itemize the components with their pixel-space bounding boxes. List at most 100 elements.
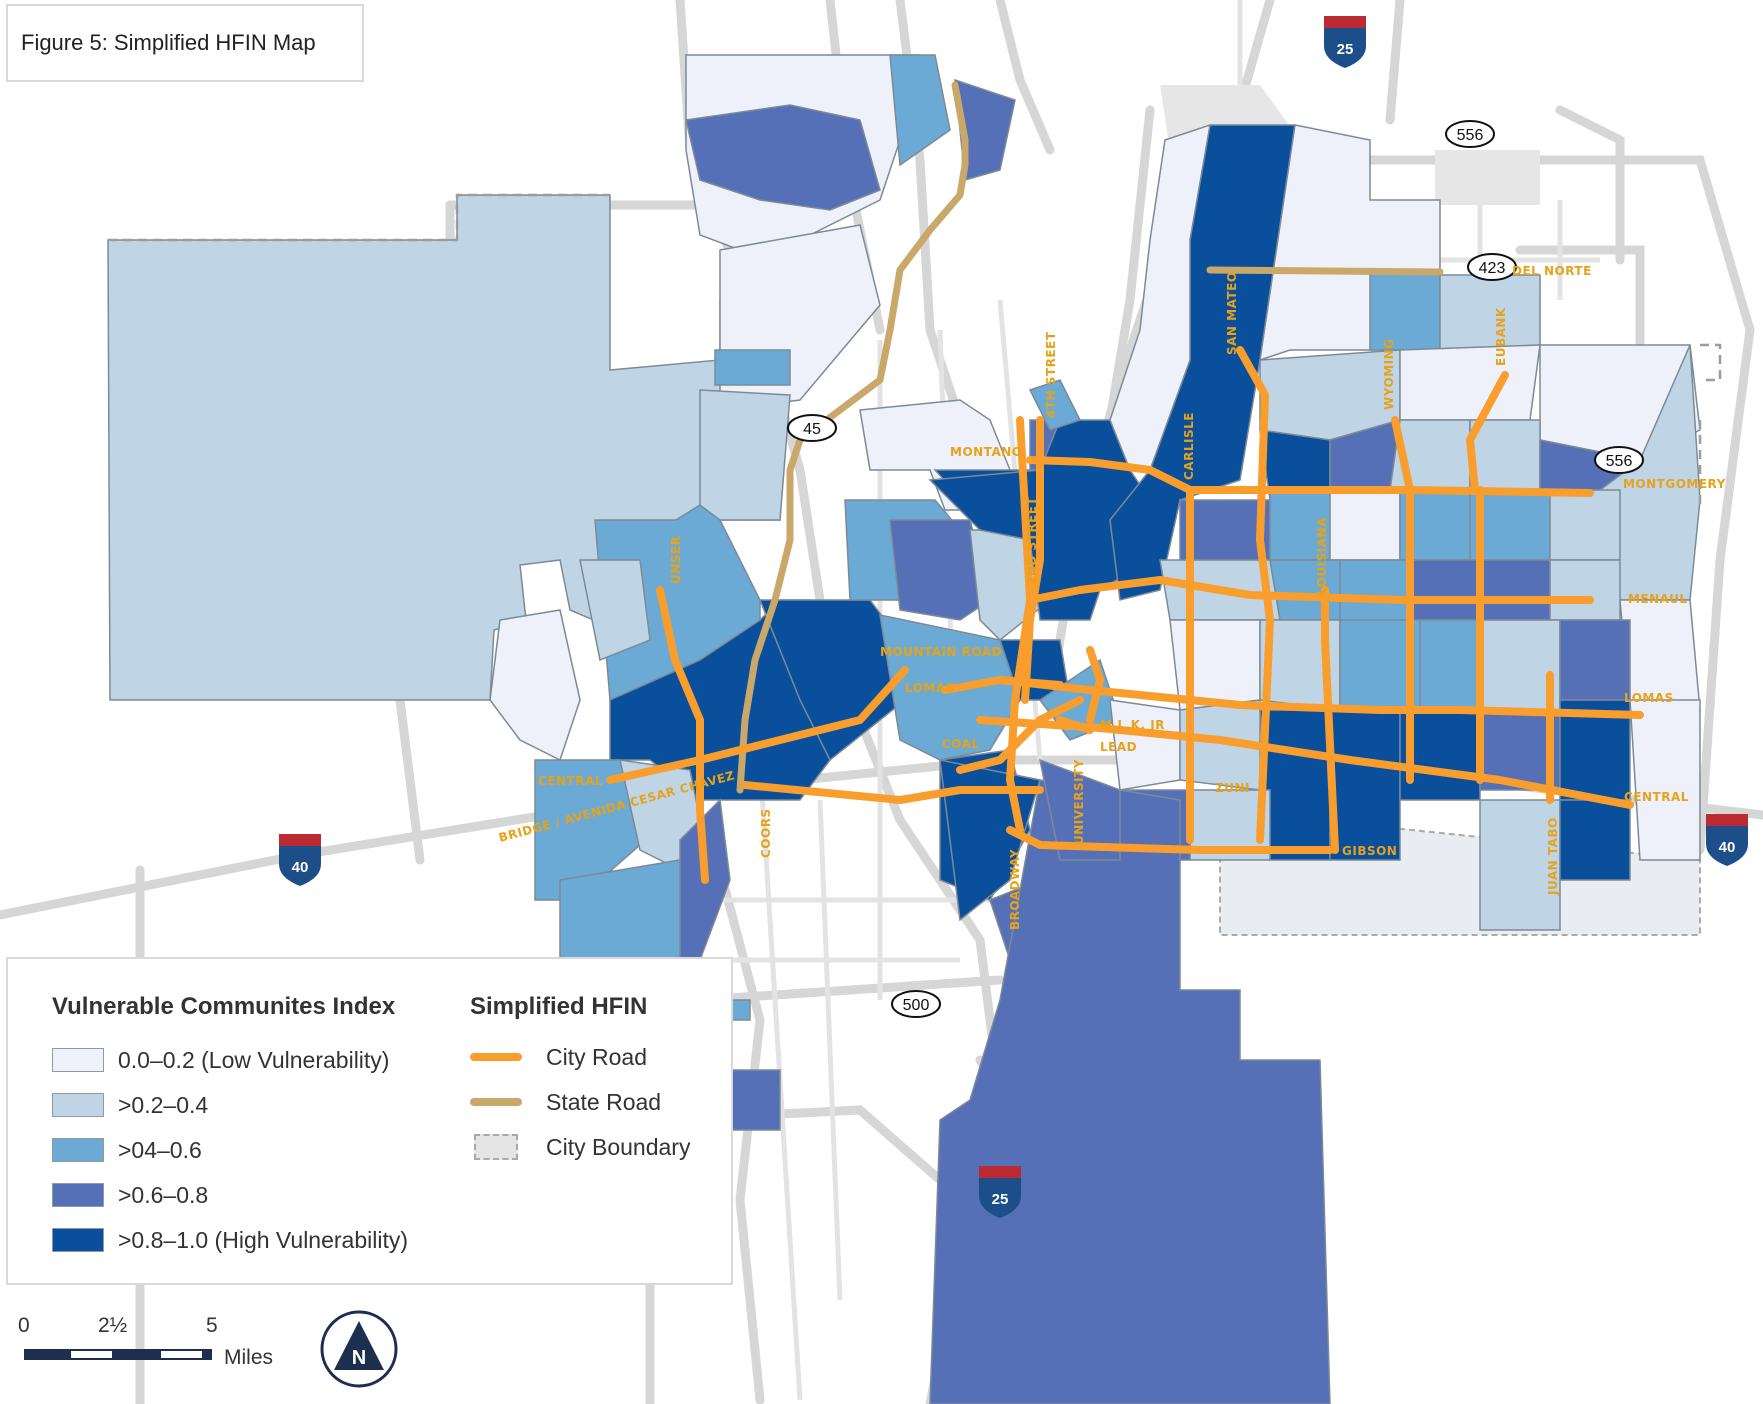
label-carlisle: CARLISLE — [1182, 412, 1196, 480]
tract-se-10 — [1479, 799, 1561, 931]
scale-segment — [24, 1349, 69, 1360]
svg-text:556: 556 — [1606, 453, 1633, 470]
svg-text:45: 45 — [803, 421, 821, 438]
state-shield-556-east: 556 — [1594, 446, 1644, 474]
road-labels: DEL NORTE 4TH STREET 2ND STREET MONTANO … — [497, 264, 1726, 930]
label-4th-street: 4TH STREET — [1044, 331, 1058, 418]
state-shield-45: 45 — [787, 414, 837, 442]
label-lomas-west: LOMAS — [905, 681, 955, 695]
hfin-legend-heading: Simplified HFIN — [470, 993, 648, 1020]
tract-h-21 — [1549, 559, 1621, 621]
label-montgomery: MONTGOMERY — [1623, 477, 1726, 491]
tract-west-c — [699, 389, 791, 521]
tract-ne-low2 — [1439, 274, 1541, 351]
tract-sw-small2 — [729, 999, 751, 1021]
tract-nw-2 — [685, 104, 881, 211]
tract-h-28 — [1559, 619, 1631, 711]
label-juan-tabo: JUAN TABO — [1546, 817, 1560, 896]
city-boundary-lines — [108, 193, 1722, 510]
interstate-shield-40-west: 40 — [279, 834, 321, 886]
vci-swatch — [52, 1228, 104, 1252]
svg-text:556: 556 — [1457, 127, 1484, 144]
vci-legend-item: >0.6–0.8 — [52, 1180, 208, 1210]
tract-south-3 — [1038, 758, 1121, 861]
vci-label: >0.6–0.8 — [118, 1181, 209, 1208]
legend: Vulnerable Communites Index 0.0–0.2 (Low… — [6, 957, 733, 1285]
label-gibson: GIBSON — [1342, 844, 1397, 858]
north-arrow-icon: N — [320, 1310, 398, 1388]
scale-segment — [114, 1349, 159, 1360]
label-university: UNIVERSITY — [1072, 759, 1086, 845]
label-lead: LEAD — [1100, 740, 1137, 754]
tract-w-low — [489, 609, 581, 762]
label-zuni: ZUNI — [1215, 781, 1250, 795]
hfin-label: City Road — [546, 1043, 647, 1070]
interstate-shield-40-east: 40 — [1706, 814, 1748, 866]
label-louisiana: LOUISIANA — [1315, 517, 1329, 595]
hfin-label: City Boundary — [546, 1133, 691, 1160]
svg-text:500: 500 — [903, 997, 930, 1014]
label-montano: MONTANO — [950, 445, 1022, 459]
vci-label: 0.0–0.2 (Low Vulnerability) — [118, 1046, 390, 1073]
tract-west-b — [714, 349, 791, 386]
state-shield-556-north: 556 — [1445, 120, 1495, 148]
scale-label-5: 5 — [206, 1314, 218, 1337]
vci-legend-item: >0.2–0.4 — [52, 1090, 208, 1120]
vci-legend-heading: Vulnerable Communites Index — [52, 993, 396, 1020]
svg-text:25: 25 — [1337, 41, 1354, 58]
tract-valley-3 — [889, 519, 991, 621]
label-mountain-road: MOUNTAIN ROAD — [880, 645, 1002, 659]
vci-swatch — [52, 1183, 104, 1207]
vci-swatch — [52, 1048, 104, 1072]
label-eubank: EUBANK — [1494, 307, 1508, 366]
svg-text:25: 25 — [992, 1191, 1009, 1208]
tract-h-12 — [1329, 489, 1401, 561]
tract-se-11 — [1559, 799, 1631, 881]
label-coors: COORS — [759, 808, 773, 858]
state-shields: 556 423 45 556 500 — [787, 120, 1644, 1018]
tract-h-2 — [1399, 344, 1541, 421]
tract-nw-3 — [889, 54, 951, 167]
tract-h-15 — [1549, 489, 1621, 561]
hfin-label: State Road — [546, 1088, 662, 1115]
label-menaul: MENAUL — [1628, 592, 1688, 606]
vci-legend-item: >04–0.6 — [52, 1135, 202, 1165]
state-shield-500: 500 — [891, 990, 941, 1018]
label-2nd-street: 2ND STREET — [1025, 497, 1039, 585]
scale-segment — [159, 1349, 204, 1360]
interstate-shield-25-north: 25 — [1324, 16, 1366, 68]
scale-bar: 0 2½ 5 Miles — [18, 1310, 298, 1390]
city-roads — [606, 346, 1644, 884]
tract-sw-small — [729, 1069, 781, 1131]
tract-south-big — [929, 779, 1331, 1404]
vci-swatch — [52, 1093, 104, 1117]
scale-label-0: 0 — [18, 1314, 30, 1337]
tract-h-19 — [1409, 559, 1481, 621]
svg-text:423: 423 — [1479, 260, 1506, 277]
vci-label: >04–0.6 — [118, 1136, 202, 1163]
vci-label: >0.2–0.4 — [118, 1091, 209, 1118]
state-road-swatch — [470, 1098, 522, 1106]
svg-text:40: 40 — [292, 859, 309, 876]
figure-title: Figure 5: Simplified HFIN Map — [21, 30, 316, 55]
tract-se-4 — [1329, 709, 1401, 861]
label-broadway: BROADWAY — [1008, 849, 1022, 930]
tract-nv-mid — [1028, 379, 1082, 431]
label-mlk: M.L.K. JR — [1100, 718, 1165, 732]
scale-unit: Miles — [224, 1346, 274, 1369]
hfin-legend-item: City Boundary — [470, 1132, 690, 1162]
state-shield-423: 423 — [1467, 253, 1517, 281]
label-lomas-east: LOMAS — [1624, 691, 1674, 705]
city-boundary-swatch — [474, 1134, 518, 1160]
svg-text:40: 40 — [1719, 839, 1736, 856]
tract-ne-mid — [1369, 269, 1441, 351]
label-central-east: CENTRAL — [1624, 790, 1689, 804]
vci-polygons — [107, 54, 1701, 1404]
label-coal: COAL — [942, 737, 980, 751]
tract-w-low2 — [579, 559, 651, 662]
tract-east-low — [1629, 699, 1701, 861]
scale-segment — [204, 1349, 212, 1360]
hfin-legend-item: State Road — [470, 1087, 661, 1117]
